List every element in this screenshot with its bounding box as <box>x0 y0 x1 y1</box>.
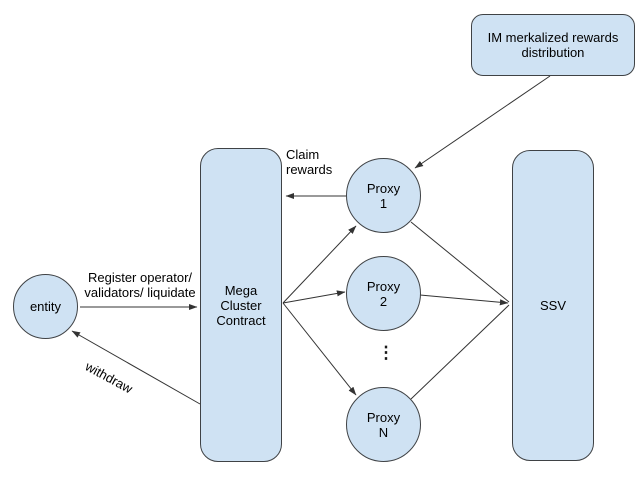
node-mega-cluster-contract-label: Mega Cluster Contract <box>216 282 266 328</box>
edge-mega-to-proxy2-arrow <box>282 290 346 304</box>
node-entity: entity <box>13 274 78 339</box>
proxy-ellipsis: ⋮ <box>377 343 395 362</box>
node-proxy-1-label: Proxy 1 <box>366 180 401 211</box>
node-ssv-label: SSV <box>539 298 566 313</box>
node-proxy-n: Proxy N <box>346 387 421 462</box>
edge-withdraw-arrow <box>71 330 201 405</box>
edge-label-claim-rewards: Claim rewards <box>286 147 333 177</box>
edge-proxy2-to-ssv-arrow <box>419 294 509 306</box>
node-proxy-n-label: Proxy N <box>366 409 401 440</box>
edge-mega-to-proxy1-arrow <box>282 225 357 304</box>
edge-proxy1-to-ssv <box>410 221 510 303</box>
edge-mega-to-proxyN-arrow <box>282 302 357 396</box>
node-mega-cluster-contract: Mega Cluster Contract <box>200 148 282 462</box>
node-entity-label: entity <box>29 299 62 314</box>
node-proxy-2: Proxy 2 <box>346 256 421 331</box>
edge-proxyN-to-ssv <box>410 304 510 400</box>
node-ssv: SSV <box>512 150 594 461</box>
node-proxy-2-label: Proxy 2 <box>366 278 401 309</box>
edge-label-register-operator: Register operator/ validators/ liquidate <box>84 270 196 300</box>
node-im-merkalized-rewards: IM merkalized rewards distribution <box>471 14 635 76</box>
node-proxy-1: Proxy 1 <box>346 158 421 233</box>
node-im-merkalized-rewards-label: IM merkalized rewards distribution <box>487 30 619 60</box>
edge-im-to-proxy1-arrow <box>414 75 551 169</box>
